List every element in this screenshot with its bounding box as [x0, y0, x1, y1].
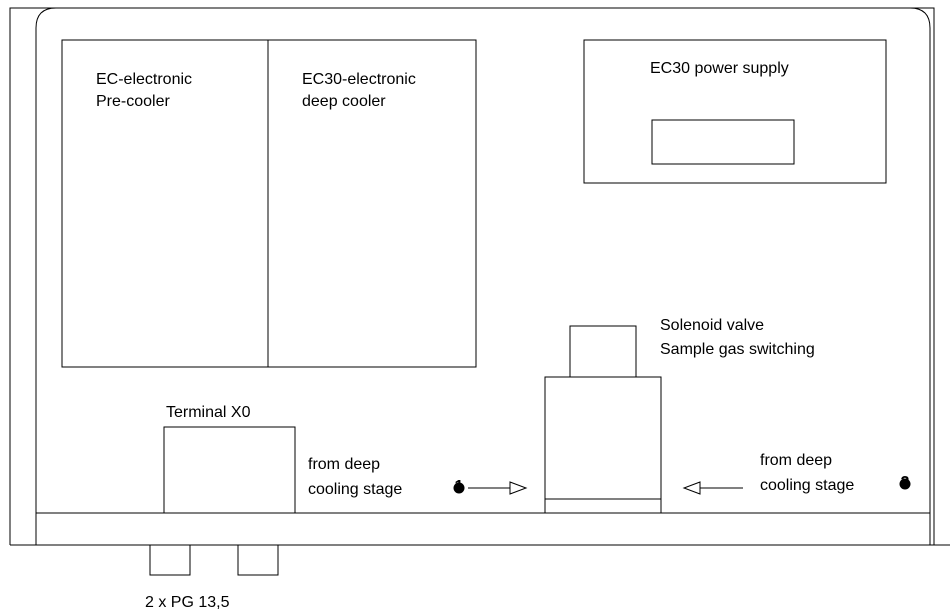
ec30-electronic-label-line2: deep cooler [302, 93, 386, 110]
inlet-from-stage-1: from deep cooling stage 1 [308, 456, 528, 498]
inlet-from-stage-2: from deep cooling stage 2 [682, 452, 911, 495]
cable-gland-2 [237, 544, 279, 576]
cable-glands: 2 x PG 13,5 [145, 544, 279, 611]
enclosure-inner-outline [35, 7, 57, 545]
stage-2-marker-number: 2 [901, 474, 910, 491]
stage-2-label-line1: from deep [760, 452, 832, 469]
electronics-modules: EC-electronic Pre-cooler EC30-electronic… [61, 39, 477, 368]
stage-1-marker-number: 1 [455, 478, 464, 495]
ec-electronic-label-line2: Pre-cooler [96, 93, 170, 110]
stage-2-arrow-icon [682, 481, 701, 495]
power-supply-display [651, 119, 795, 165]
stage-1-marker-icon [453, 482, 465, 494]
stage-2-label-line2: cooling stage [760, 477, 854, 494]
cable-glands-label: 2 x PG 13,5 [145, 594, 230, 611]
ec-electronic-label-line1: EC-electronic [96, 71, 192, 88]
solenoid-valve-label-line1: Solenoid valve [660, 317, 764, 334]
solenoid-valve: Solenoid valve Sample gas switching [544, 317, 815, 514]
power-supply-box [583, 39, 887, 184]
ec30-power-supply: EC30 power supply [583, 39, 887, 184]
cable-gland-1 [149, 544, 191, 576]
power-supply-label: EC30 power supply [650, 60, 789, 77]
solenoid-valve-coil [569, 325, 637, 378]
stage-1-label-line2: cooling stage [308, 481, 402, 498]
stage-2-marker-icon [899, 478, 911, 490]
ec-electronic-pre-cooler-box [61, 39, 269, 368]
ec30-electronic-label-line1: EC30-electronic [302, 71, 416, 88]
solenoid-valve-label-line2: Sample gas switching [660, 341, 815, 358]
solenoid-valve-body [544, 376, 662, 514]
enclosure-outline [9, 7, 935, 545]
terminal-x0-box [163, 426, 296, 514]
terminal-x0: Terminal X0 [163, 404, 296, 514]
enclosure-inner-right [909, 7, 931, 545]
stage-1-label-line1: from deep [308, 456, 380, 473]
terminal-x0-label: Terminal X0 [166, 404, 251, 421]
stage-1-arrow-icon [509, 481, 528, 495]
ec30-electronic-deep-cooler-box [267, 39, 477, 368]
